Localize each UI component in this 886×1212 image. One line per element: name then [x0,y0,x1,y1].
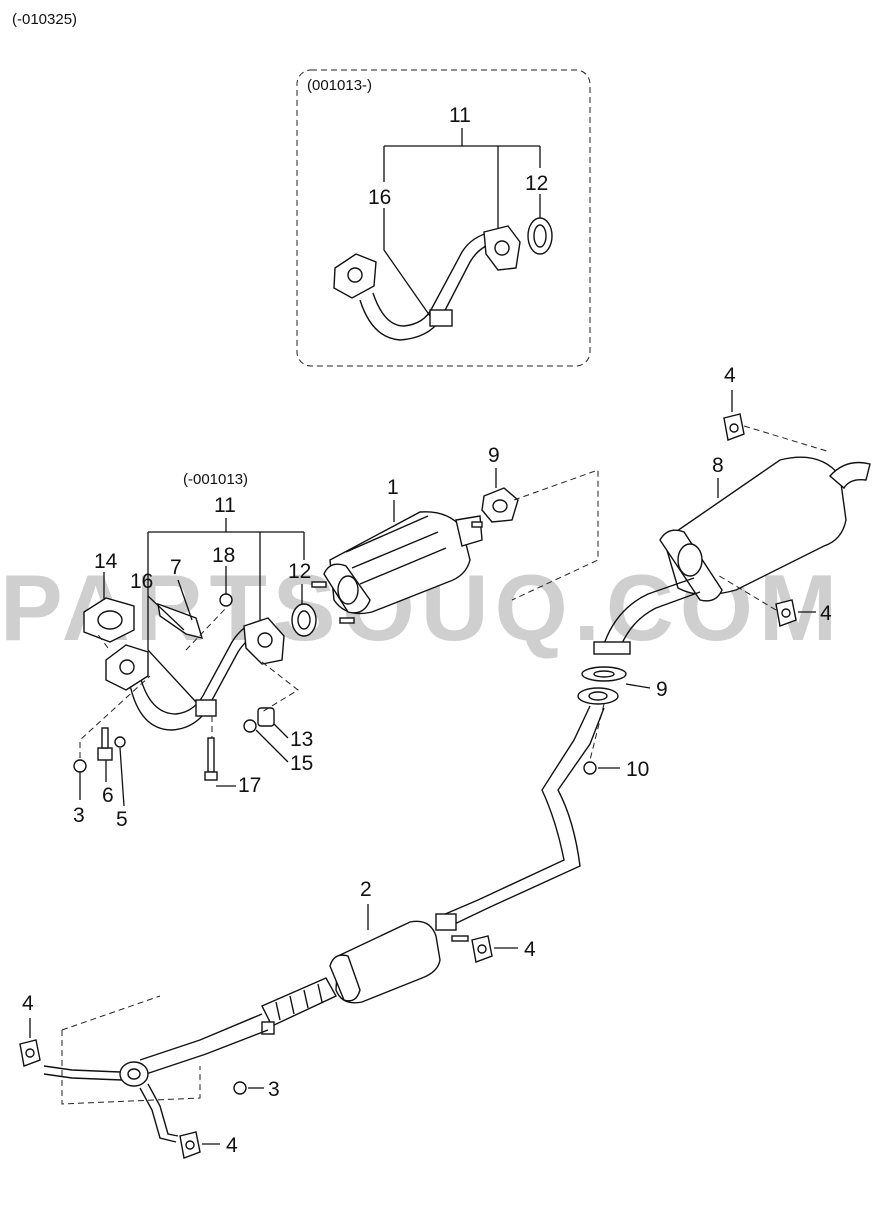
bolt-6 [97,727,113,761]
muffler-flange [593,641,631,655]
catalytic-converter-1 [311,511,483,624]
callout-4-left: 4 [22,992,34,1015]
washer-5 [114,736,126,748]
hanger-4-rear [775,599,797,627]
header-code: (-010325) [12,11,77,28]
callout-inset-12: 12 [525,172,548,195]
callout-17: 17 [238,774,261,797]
callout-6: 6 [102,784,114,807]
main-muffler-8 [659,456,871,602]
gasket-9-lower [577,666,627,705]
spring-13 [257,707,275,727]
bolt-17 [204,737,218,781]
callout-9-lower: 9 [656,678,668,701]
front-leaders [79,566,303,807]
hanger-rods [43,1065,179,1143]
callout-18: 18 [212,544,235,567]
callout-11: 11 [214,494,236,517]
callout-13: 13 [290,728,313,751]
heat-shield-7 [157,602,204,639]
front-pipe [105,617,285,731]
callout-15: 15 [290,752,313,775]
dash-front-section [61,995,201,1105]
inset-leader-16 [383,208,431,317]
inset-bracket [383,128,541,228]
callout-4-top: 4 [724,364,736,387]
dash-gasket-9-upper [511,469,599,601]
callout-inset-11: 11 [449,104,471,127]
hanger-4-left [19,1039,41,1067]
callout-7: 7 [170,556,182,579]
callout-5: 5 [116,808,128,831]
dash-hanger-rear [715,573,777,611]
callout-inset-16: 16 [368,186,391,209]
flex-pipe [261,977,337,1035]
callout-8: 8 [712,454,724,477]
callout-4-bottom: 4 [226,1134,238,1157]
inset-code: (001013-) [307,77,372,94]
sub-muffler-2 [329,920,441,1004]
callout-12: 12 [288,560,311,583]
nut-10 [583,761,597,775]
inset-front-pipe [333,225,521,341]
inset-box [296,69,591,367]
group-code: (-001013) [183,471,248,488]
center-pipe-bracket [435,913,469,942]
front-flange [119,1061,149,1087]
bracket-11 [147,518,305,703]
gasket-9-upper [481,487,519,523]
inset-gasket-12 [527,217,553,255]
callout-3-rear: 3 [268,1078,280,1101]
callout-9-upper: 9 [488,444,500,467]
leader-9-lower [625,683,651,689]
gasket-12 [291,603,317,637]
callout-3-front: 3 [73,804,85,827]
front-dash-lines [79,607,299,758]
nut-3-front [73,759,87,773]
callout-2: 2 [360,878,372,901]
nut-15 [243,719,257,733]
callout-10: 10 [626,758,649,781]
callout-4-center: 4 [524,938,536,961]
front-connecting-pipe [139,1013,269,1075]
callout-14: 14 [94,550,118,573]
center-pipe [435,705,605,931]
nut-3-rear [233,1081,247,1095]
hanger-4-top [723,413,745,441]
hanger-4-bottom [179,1131,201,1159]
hanger-4-center [471,935,493,963]
callout-4-rear: 4 [820,602,832,625]
callout-1: 1 [387,476,399,499]
dash-hanger-top [743,425,831,453]
gasket-14 [83,597,135,643]
nut-18 [219,593,233,607]
callout-16: 16 [130,570,153,593]
